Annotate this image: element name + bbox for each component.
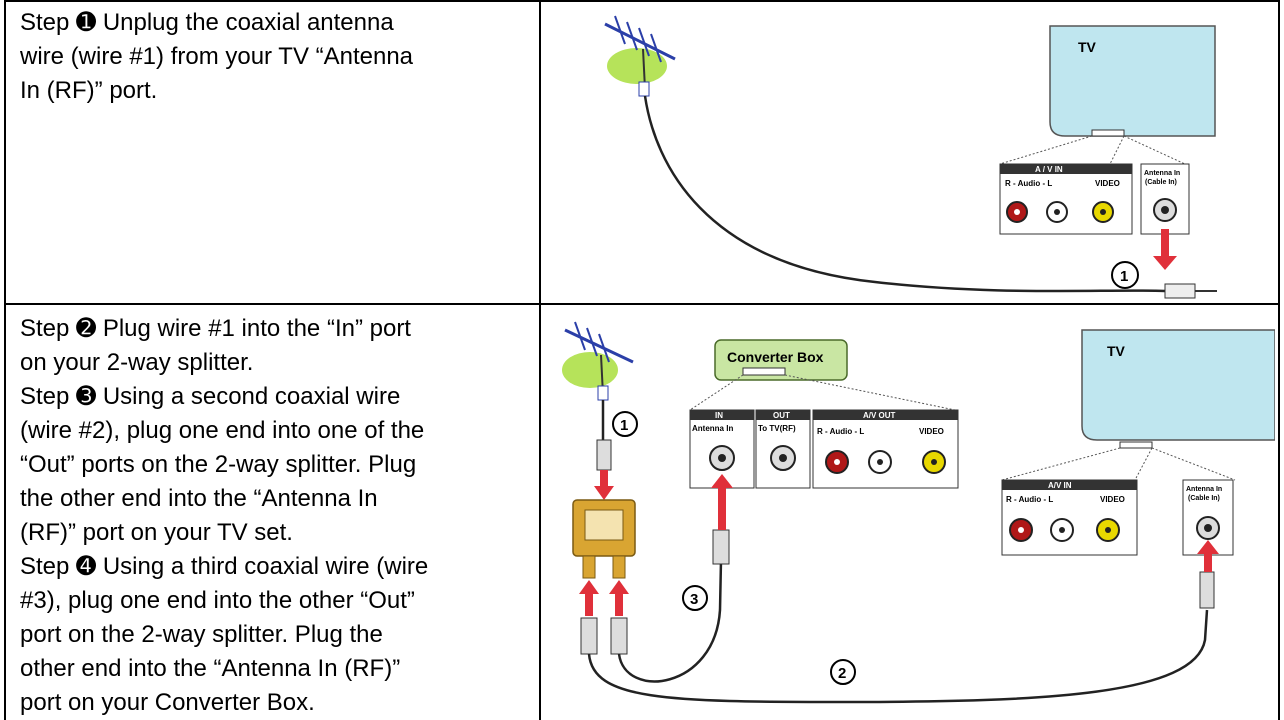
- coax-wire-1: [643, 95, 1166, 293]
- coax-wire-3: [617, 559, 723, 683]
- coax-connector-icon: [1164, 283, 1217, 299]
- tv-icon: TV: [1049, 25, 1216, 137]
- step-line: #3), plug one end into the other “Out”: [20, 587, 415, 614]
- unplug-arrow-icon: [1153, 229, 1177, 270]
- tv-label: TV: [1107, 343, 1126, 359]
- step-line: “Out” ports on the 2-way splitter. Plug: [20, 451, 417, 478]
- av-out-label: A/V OUT: [863, 411, 896, 420]
- step-line: (RF)” port on your TV set.: [20, 519, 293, 546]
- wire-2-badge: 2: [830, 659, 856, 685]
- plug-arrow-icon: [594, 470, 614, 500]
- step-line: Step ➋ Plug wire #1 into the “In” port: [20, 315, 411, 342]
- converter-audio-label: R - Audio - L: [817, 427, 864, 436]
- step-line: Step ➌ Using a second coaxial wire: [20, 383, 401, 410]
- step-1-line: Step ➊ Unplug the coaxial antenna: [20, 9, 394, 36]
- to-tv-label: To TV(RF): [758, 424, 796, 433]
- table-column-divider: [539, 0, 541, 720]
- table-border-right: [1278, 0, 1280, 720]
- converter-out-panel: OUT To TV(RF): [755, 409, 811, 489]
- step-1-text: Step ➊ Unplug the coaxial antenna wire (…: [20, 6, 535, 108]
- step-line: other end into the “Antenna In (RF)”: [20, 655, 401, 682]
- plug-arrow-icon: [711, 474, 733, 530]
- step-1-diagram: TV A / V IN R - Audio - L VIDEO Antenna: [604, 15, 1217, 299]
- steps-2-4-diagram: 1 3: [562, 321, 1275, 704]
- step-line: Step ➍ Using a third coaxial wire (wire: [20, 553, 429, 580]
- cable-in-label: (Cable In): [1145, 179, 1177, 186]
- antenna-icon: [562, 321, 634, 401]
- wire-2-number: 2: [838, 665, 846, 682]
- wire-1-number: 1: [620, 417, 628, 434]
- tv-label: TV: [1078, 39, 1097, 55]
- step-line: on your 2-way splitter.: [20, 349, 254, 376]
- tv-cable-in-label: (Cable In): [1188, 495, 1220, 502]
- plug-arrow-icon: [1197, 540, 1219, 572]
- coax-wire-2: [587, 609, 1209, 704]
- antenna-icon: [604, 15, 676, 97]
- step-line: (wire #2), plug one end into one of the: [20, 417, 425, 444]
- table-row-divider: [4, 303, 1280, 305]
- antenna-in-label: Antenna In: [1144, 170, 1180, 177]
- step-line: the other end into the “Antenna In: [20, 485, 378, 512]
- step-line: port on the 2-way splitter. Plug the: [20, 621, 383, 648]
- converter-in-label: IN: [715, 411, 723, 420]
- wire-1-badge: 1: [1111, 261, 1139, 289]
- tv-video-label: VIDEO: [1100, 495, 1125, 504]
- step-1-line: wire (wire #1) from your TV “Antenna: [20, 43, 414, 70]
- tv-av-in-label: A/V IN: [1048, 481, 1072, 490]
- tv-audio-label: R - Audio - L: [1006, 495, 1053, 504]
- av-in-label: A / V IN: [1035, 165, 1063, 174]
- wire-3-badge: 3: [682, 585, 708, 611]
- converter-video-label: VIDEO: [919, 427, 944, 436]
- av-in-panel: A / V IN R - Audio - L VIDEO: [999, 163, 1133, 235]
- tv-icon: TV: [1081, 329, 1275, 449]
- table-border-top: [4, 0, 1280, 2]
- converter-out-label: OUT: [773, 411, 790, 420]
- wire-1-number: 1: [1120, 268, 1128, 285]
- wire-1-badge: 1: [612, 411, 638, 437]
- table-border-left: [4, 0, 6, 720]
- step-line: port on your Converter Box.: [20, 689, 315, 716]
- converter-label: Converter Box: [727, 349, 824, 365]
- plug-arrow-icon: [579, 580, 629, 616]
- tv-av-in-panel: A/V IN R - Audio - L VIDEO: [1001, 479, 1138, 556]
- tv-antenna-in-label: Antenna In: [1186, 486, 1222, 493]
- audio-label: R - Audio - L: [1005, 179, 1052, 188]
- tv-antenna-in-panel: Antenna In (Cable In): [1182, 479, 1234, 556]
- wire-3-number: 3: [690, 591, 698, 608]
- video-label: VIDEO: [1095, 179, 1120, 188]
- converter-av-out-panel: A/V OUT R - Audio - L VIDEO: [812, 409, 959, 489]
- antenna-in-panel: Antenna In (Cable In): [1140, 163, 1190, 235]
- converter-antenna-in-label: Antenna In: [692, 424, 733, 433]
- step-1-line: In (RF)” port.: [20, 77, 158, 104]
- splitter-icon: [572, 499, 636, 579]
- steps-2-4-text: Step ➋ Plug wire #1 into the “In” port o…: [20, 312, 535, 720]
- converter-box-icon: Converter Box: [714, 339, 848, 381]
